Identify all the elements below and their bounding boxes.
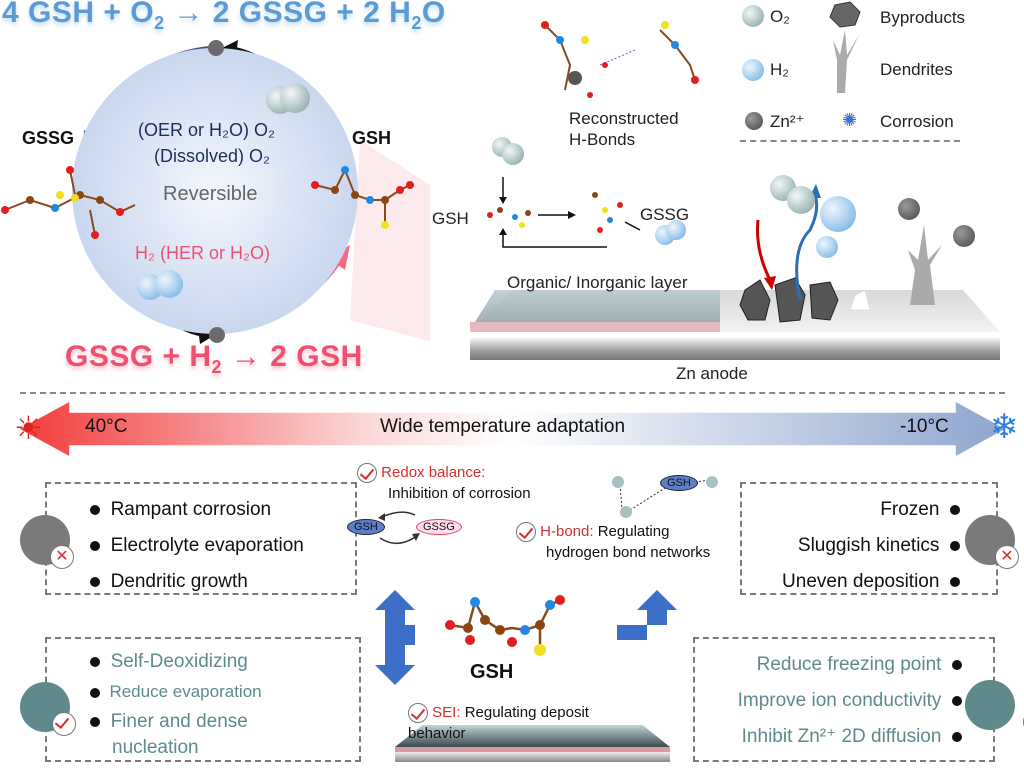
check-icon (357, 463, 377, 483)
legend-byproduct-dendrite-icons (829, 1, 861, 93)
cycle-node-bottom (209, 327, 225, 343)
gssg-label: GSSG (22, 128, 75, 148)
gsh-molecule-icon (445, 595, 565, 656)
list-item: Electrolyte evaporation (90, 528, 304, 564)
sei-text: behavior (408, 725, 466, 742)
list-item: Rampant corrosion (90, 492, 304, 528)
list-item: Uneven deposition (760, 564, 960, 600)
gsh-gssg-conversion-arrows (487, 177, 641, 248)
mini-redox-arrows (378, 511, 420, 544)
sei-red-layer (470, 322, 720, 332)
legend-h2-icon (742, 59, 764, 81)
cross-icon: ✕ (995, 545, 1019, 569)
oxidation-equation: 4 GSH + O2 → 2 GSSG + 2 H2O (2, 0, 446, 33)
h-bond-network-icon (541, 21, 699, 98)
list-item: Finer and dense (90, 707, 262, 737)
check-icon (516, 522, 536, 542)
gsh-molecule-icon (311, 166, 414, 229)
legend-corrosion-icon: ✺ (842, 110, 858, 130)
dissolved-o2-text: (Dissolved) O₂ (154, 146, 271, 166)
o2-icon (502, 143, 524, 165)
hbond-heading: H-bond: Regulating (516, 522, 669, 542)
zn-ion-icon (953, 225, 975, 247)
legend-divider (740, 140, 960, 142)
sei-red-layer (395, 747, 670, 752)
h-bonds-line2: H-Bonds (569, 130, 636, 149)
mini-gssg-badge: GSSG (416, 519, 462, 535)
temperature-title: Wide temperature adaptation (380, 416, 626, 437)
check-icon (52, 712, 76, 736)
o2-icon (787, 186, 815, 214)
list-item-continuation: nucleation (112, 737, 199, 758)
list-item: Self-Deoxidizing (90, 647, 262, 677)
list-item: Inhibit Zn²⁺ 2D diffusion (700, 719, 962, 755)
hot-problems-list: Rampant corrosion Electrolyte evaporatio… (90, 492, 304, 600)
hot-solutions-list: Self-Deoxidizing Reduce evaporation Fine… (90, 647, 262, 759)
sun-icon: ☀ (14, 410, 43, 446)
gsh-effect-arrows (375, 590, 677, 685)
hbond-gsh-badge: GSH (660, 475, 698, 491)
mini-gsh-badge: GSH (347, 519, 385, 535)
h2-bubble-icon (820, 196, 856, 232)
legend-dendrites-label: Dendrites (880, 60, 953, 79)
gsh-label: GSH (352, 128, 392, 148)
legend-corrosion-label: Corrosion (880, 112, 954, 131)
her-text: H₂ (HER or H₂O) (135, 243, 270, 263)
organic-inorganic-layer-label: Organic/ Inorganic layer (507, 273, 688, 292)
list-item: Improve ion conductivity (700, 683, 962, 719)
zn-anode-label: Zn anode (676, 364, 748, 383)
h2-bubble-icon (816, 236, 838, 258)
cross-icon: ✕ (50, 545, 74, 569)
redox-balance-heading: Redox balance: (357, 463, 485, 483)
h2-icon (666, 220, 686, 240)
reversible-text: Reversible (163, 183, 258, 205)
zn-ion-icon (898, 198, 920, 220)
mechanism-gssg-label: GSSG (640, 205, 690, 224)
sei-heading: SEI: Regulating deposit (408, 703, 589, 723)
list-item: Dendritic growth (90, 564, 304, 600)
gssg-molecule-icon (1, 166, 136, 239)
list-item: Frozen (760, 492, 960, 528)
reversible-cycle-circle (72, 48, 358, 334)
zn-anode-slab (470, 338, 1000, 360)
legend-byproducts-label: Byproducts (880, 8, 966, 27)
hbond-text: hydrogen bond networks (546, 544, 711, 561)
redox-balance-text: Inhibition of corrosion (388, 485, 531, 502)
mini-hbond-network-icon (612, 476, 718, 518)
list-item: Sluggish kinetics (760, 528, 960, 564)
legend-zn-label: Zn²⁺ (770, 112, 805, 131)
reduction-equation: GSSG + H2 → 2 GSH (65, 340, 363, 377)
legend-o2-icon (742, 5, 764, 27)
sei-layer (395, 725, 670, 747)
h-bonds-line1: Reconstructed (569, 109, 679, 128)
gsh-center-label: GSH (470, 661, 514, 683)
cold-problems-list: Frozen Sluggish kinetics Uneven depositi… (760, 492, 960, 600)
legend-h2-label: H₂ (770, 60, 789, 79)
cycle-node-top (208, 40, 224, 56)
oer-text: (OER or H₂O) O₂ (138, 120, 275, 140)
hot-temperature-label: 40°C (85, 416, 128, 437)
h2-molecule-icon (155, 270, 183, 298)
cold-temperature-label: -10°C (900, 416, 949, 437)
list-item: Reduce evaporation (90, 677, 262, 707)
legend-zn-icon (745, 112, 763, 130)
check-icon (408, 703, 428, 723)
cold-solutions-list: Reduce freezing point Improve ion conduc… (700, 647, 962, 755)
happy-face-icon (965, 680, 1015, 730)
legend-o2-label: O₂ (770, 7, 790, 26)
section-divider (20, 392, 1005, 394)
sei-zn-slab (395, 752, 670, 762)
list-item: Reduce freezing point (700, 647, 962, 683)
snowflake-icon: ❄ (990, 408, 1019, 446)
corrosion-dendrite-illustration (739, 184, 942, 323)
o2-molecule-icon (280, 83, 310, 113)
mechanism-gsh-label: GSH (432, 209, 469, 228)
